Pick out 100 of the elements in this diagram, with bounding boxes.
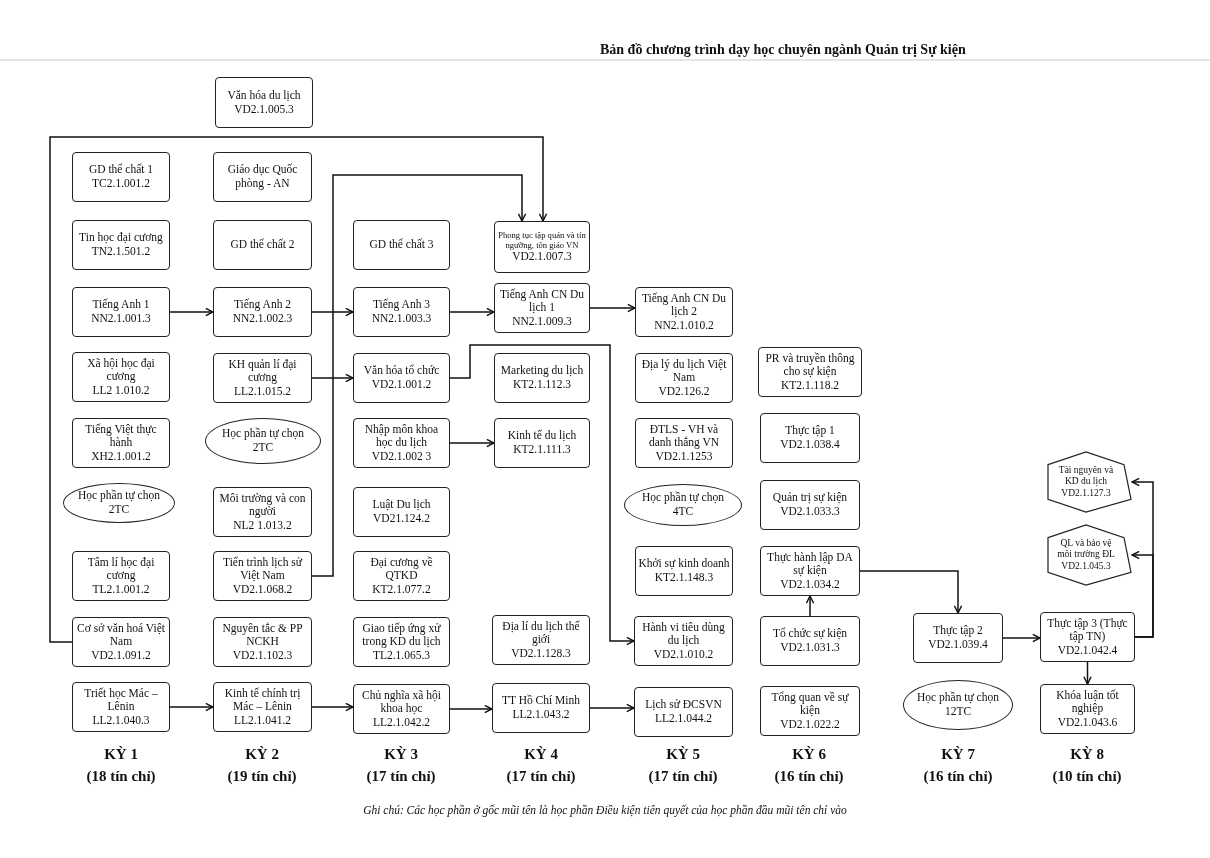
semester-label: KỲ 1 xyxy=(103,746,139,763)
course-name: Tiến trình lịch sử Việt Nam xyxy=(222,555,304,583)
course-code: VD21.124.2 xyxy=(373,512,430,526)
course-code: TL2.1.065.3 xyxy=(372,648,431,663)
semester-label: KỲ 8 xyxy=(1069,746,1105,763)
course-name: Thực tập 2 xyxy=(933,624,983,638)
course-code: VD2.1.128.3 xyxy=(511,646,571,661)
course-box xyxy=(494,221,590,273)
course-code: LL2.1.044.2 xyxy=(654,712,713,726)
course-name: Khởi sự kinh doanh xyxy=(638,557,730,571)
elective-label: Học phần tự chọn xyxy=(222,427,304,441)
course-code: LL2.1.043.2 xyxy=(512,708,570,722)
semester-label: KỲ 5 xyxy=(665,746,701,763)
course-name: Tiếng Anh CN Du lịch 1 xyxy=(498,287,586,315)
course-code: LL2.1.041.2 xyxy=(233,713,292,728)
course-code: VD2.1.001.2 xyxy=(371,378,432,392)
course-code: VD2.1.102.3 xyxy=(232,648,293,663)
course-box xyxy=(635,546,733,596)
course-name: KH quản lí đại cương xyxy=(227,357,298,385)
course-name: Tâm lí học đại cương xyxy=(86,555,156,583)
course-code: KT2.1.111.3 xyxy=(513,443,571,457)
course-code: VD2.1.127.3 xyxy=(1061,487,1111,499)
course-name: Thực tập 3 (Thực tập TN) xyxy=(1046,616,1129,644)
course-name: Cơ sở văn hoá Việt Nam xyxy=(76,621,166,649)
course-box xyxy=(213,152,312,202)
course-name: Tài nguyên và KD du lịch xyxy=(1057,465,1115,488)
arrow xyxy=(449,704,493,714)
course-name: Marketing du lịch xyxy=(500,364,584,378)
course-box xyxy=(72,352,170,402)
course-name: Tiếng Anh 1 xyxy=(92,298,150,312)
credit-total: (18 tín chỉ) xyxy=(85,768,157,785)
course-box xyxy=(635,353,733,403)
course-code: VD2.1.005.3 xyxy=(234,102,294,117)
course-box xyxy=(72,152,170,202)
course-box xyxy=(758,347,862,397)
course-name: Luật Du lịch xyxy=(372,498,431,512)
course-box xyxy=(353,287,450,337)
course-code: VD2.1.042.4 xyxy=(1057,643,1118,658)
course-name: Đại cương về QTKD xyxy=(369,555,434,583)
semester-label: KỲ 3 xyxy=(383,746,419,763)
credit-total: (17 tín chỉ) xyxy=(365,768,437,785)
course-box xyxy=(635,418,733,468)
arrow xyxy=(311,307,354,317)
course-box xyxy=(494,418,590,468)
course-box xyxy=(72,617,170,667)
course-box xyxy=(760,616,860,666)
course-box xyxy=(353,220,450,270)
course-box xyxy=(760,480,860,530)
course-name: Chủ nghĩa xã hội khoa học xyxy=(361,688,442,716)
arrow xyxy=(449,438,495,448)
course-name: Tiếng Việt thực hành xyxy=(84,422,158,450)
elective-label: Học phần tự chọn xyxy=(642,491,724,505)
title: Bản đồ chương trình dạy học chuyên ngành Quản trị Sự kiện xyxy=(600,42,966,58)
course-box xyxy=(72,551,170,601)
course-box xyxy=(760,546,860,596)
course-name: Tổng quan về sự kiện xyxy=(770,690,850,718)
arrow xyxy=(449,307,495,317)
arrow xyxy=(49,136,548,643)
course-name: GD thể chất 1 xyxy=(88,163,154,177)
course-name: Thực tập 1 xyxy=(785,424,835,438)
course-code: VD2.1.043.6 xyxy=(1057,715,1118,730)
credit-total: (10 tín chỉ) xyxy=(1051,768,1123,785)
course-code: VD2.1.010.2 xyxy=(653,647,714,662)
course-name: Môi trường và con người xyxy=(218,491,307,519)
course-name: GD thể chất 2 xyxy=(230,238,295,252)
semester-label: KỲ 7 xyxy=(940,746,976,763)
arrow xyxy=(589,703,635,713)
credit-total: (17 tín chỉ) xyxy=(647,768,719,785)
course-code: LL2.1.040.3 xyxy=(92,713,150,728)
credit-total: (16 tín chỉ) xyxy=(922,768,994,785)
course-name: Giáo dục Quốc phòng - AN xyxy=(226,163,299,191)
course-code: XH2.1.001.2 xyxy=(91,449,151,464)
course-box xyxy=(494,353,590,403)
course-name: Tiếng Anh 3 xyxy=(372,298,431,312)
arrow xyxy=(311,702,354,712)
course-box xyxy=(213,682,312,732)
course-box xyxy=(353,551,450,601)
course-name: ĐTLS - VH và danh thắng VN xyxy=(647,422,721,450)
course-name: Tiếng Anh CN Du lịch 2 xyxy=(640,291,728,319)
credit-label: 2TC xyxy=(108,503,130,517)
credit-total: (16 tín chỉ) xyxy=(773,768,845,785)
semester-label: KỲ 6 xyxy=(791,746,827,763)
course-box xyxy=(213,353,312,403)
course-code: VD2.1.038.4 xyxy=(780,438,840,452)
course-box xyxy=(494,283,590,333)
arrow xyxy=(805,595,815,617)
course-name: Văn hóa du lịch xyxy=(227,88,301,103)
course-code: VD2.1.033.3 xyxy=(780,505,840,519)
course-code: KT2.1.077.2 xyxy=(372,582,431,597)
course-box xyxy=(635,287,733,337)
course-name: Nguyên tắc & PP NCKH xyxy=(221,621,304,649)
credit-total: (19 tín chỉ) xyxy=(226,768,298,785)
course-code: LL2.1.015.2 xyxy=(233,384,292,399)
arrow xyxy=(859,570,963,614)
arrow xyxy=(169,702,214,712)
course-box xyxy=(213,551,312,601)
arrow xyxy=(1131,477,1154,638)
semester-label: KỲ 2 xyxy=(244,746,280,763)
course-name: Kinh tế du lịch xyxy=(507,429,577,443)
elective-label: Học phần tự chọn xyxy=(78,489,160,503)
